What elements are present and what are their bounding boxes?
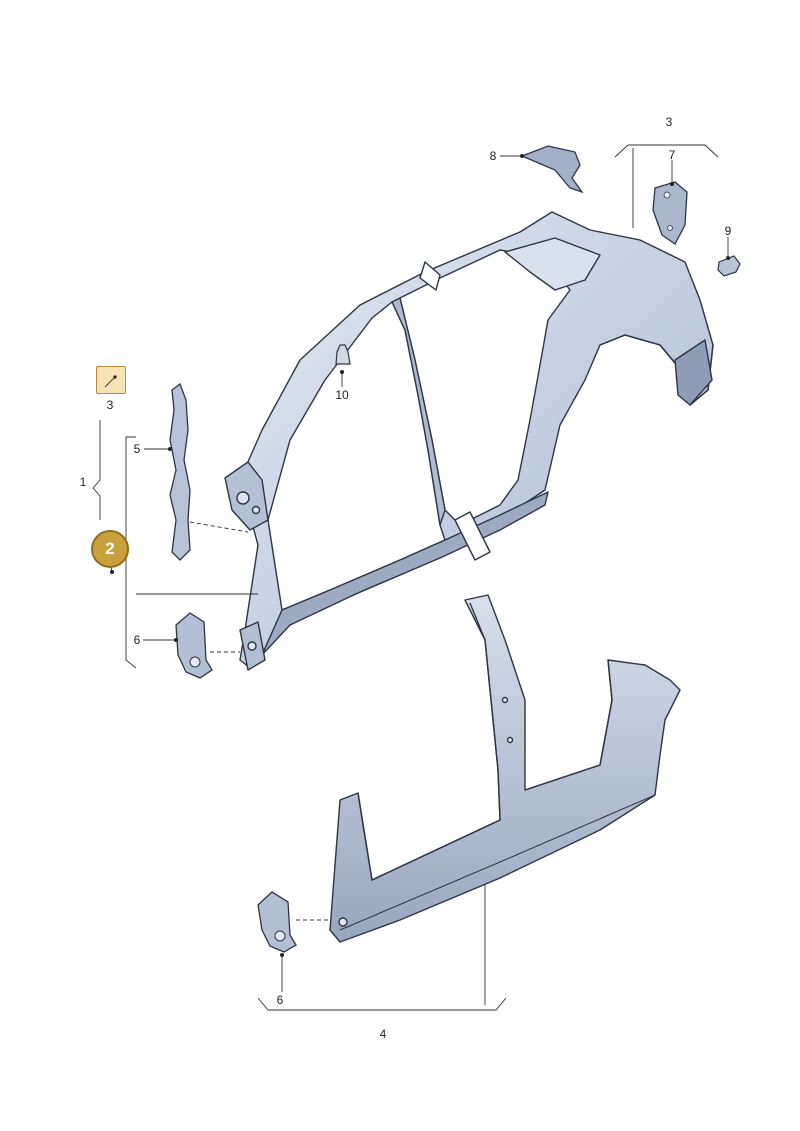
callout-3-top: 3 — [665, 115, 673, 129]
reference-symbol-box — [96, 366, 126, 394]
quantity-badge: 2 — [91, 530, 129, 568]
part-7-bracket — [652, 181, 688, 245]
pointer-icon — [104, 375, 117, 388]
callout-7: 7 — [668, 148, 676, 162]
part-10-nut — [335, 344, 351, 365]
badge-label: 2 — [105, 539, 115, 558]
callout-9: 9 — [724, 224, 732, 238]
callout-6-lower: 6 — [276, 993, 284, 1007]
part-5-reinforcement — [169, 382, 191, 561]
part-9-plug — [717, 255, 741, 277]
sill-panel — [329, 594, 681, 943]
callout-1: 1 — [79, 475, 87, 489]
callout-8: 8 — [489, 149, 497, 163]
callout-5: 5 — [133, 442, 141, 456]
callout-10: 10 — [335, 388, 349, 402]
part-8-gusset — [520, 145, 584, 194]
side-panel-assembly — [224, 211, 714, 671]
callout-3-box: 3 — [106, 398, 114, 412]
callout-6-upper: 6 — [133, 633, 141, 647]
leader-dots — [110, 154, 730, 957]
leader-lines — [92, 144, 729, 1011]
part-6-bracket-lower — [257, 891, 297, 953]
callout-4: 4 — [379, 1027, 387, 1041]
part-6-bracket-upper — [175, 612, 213, 679]
